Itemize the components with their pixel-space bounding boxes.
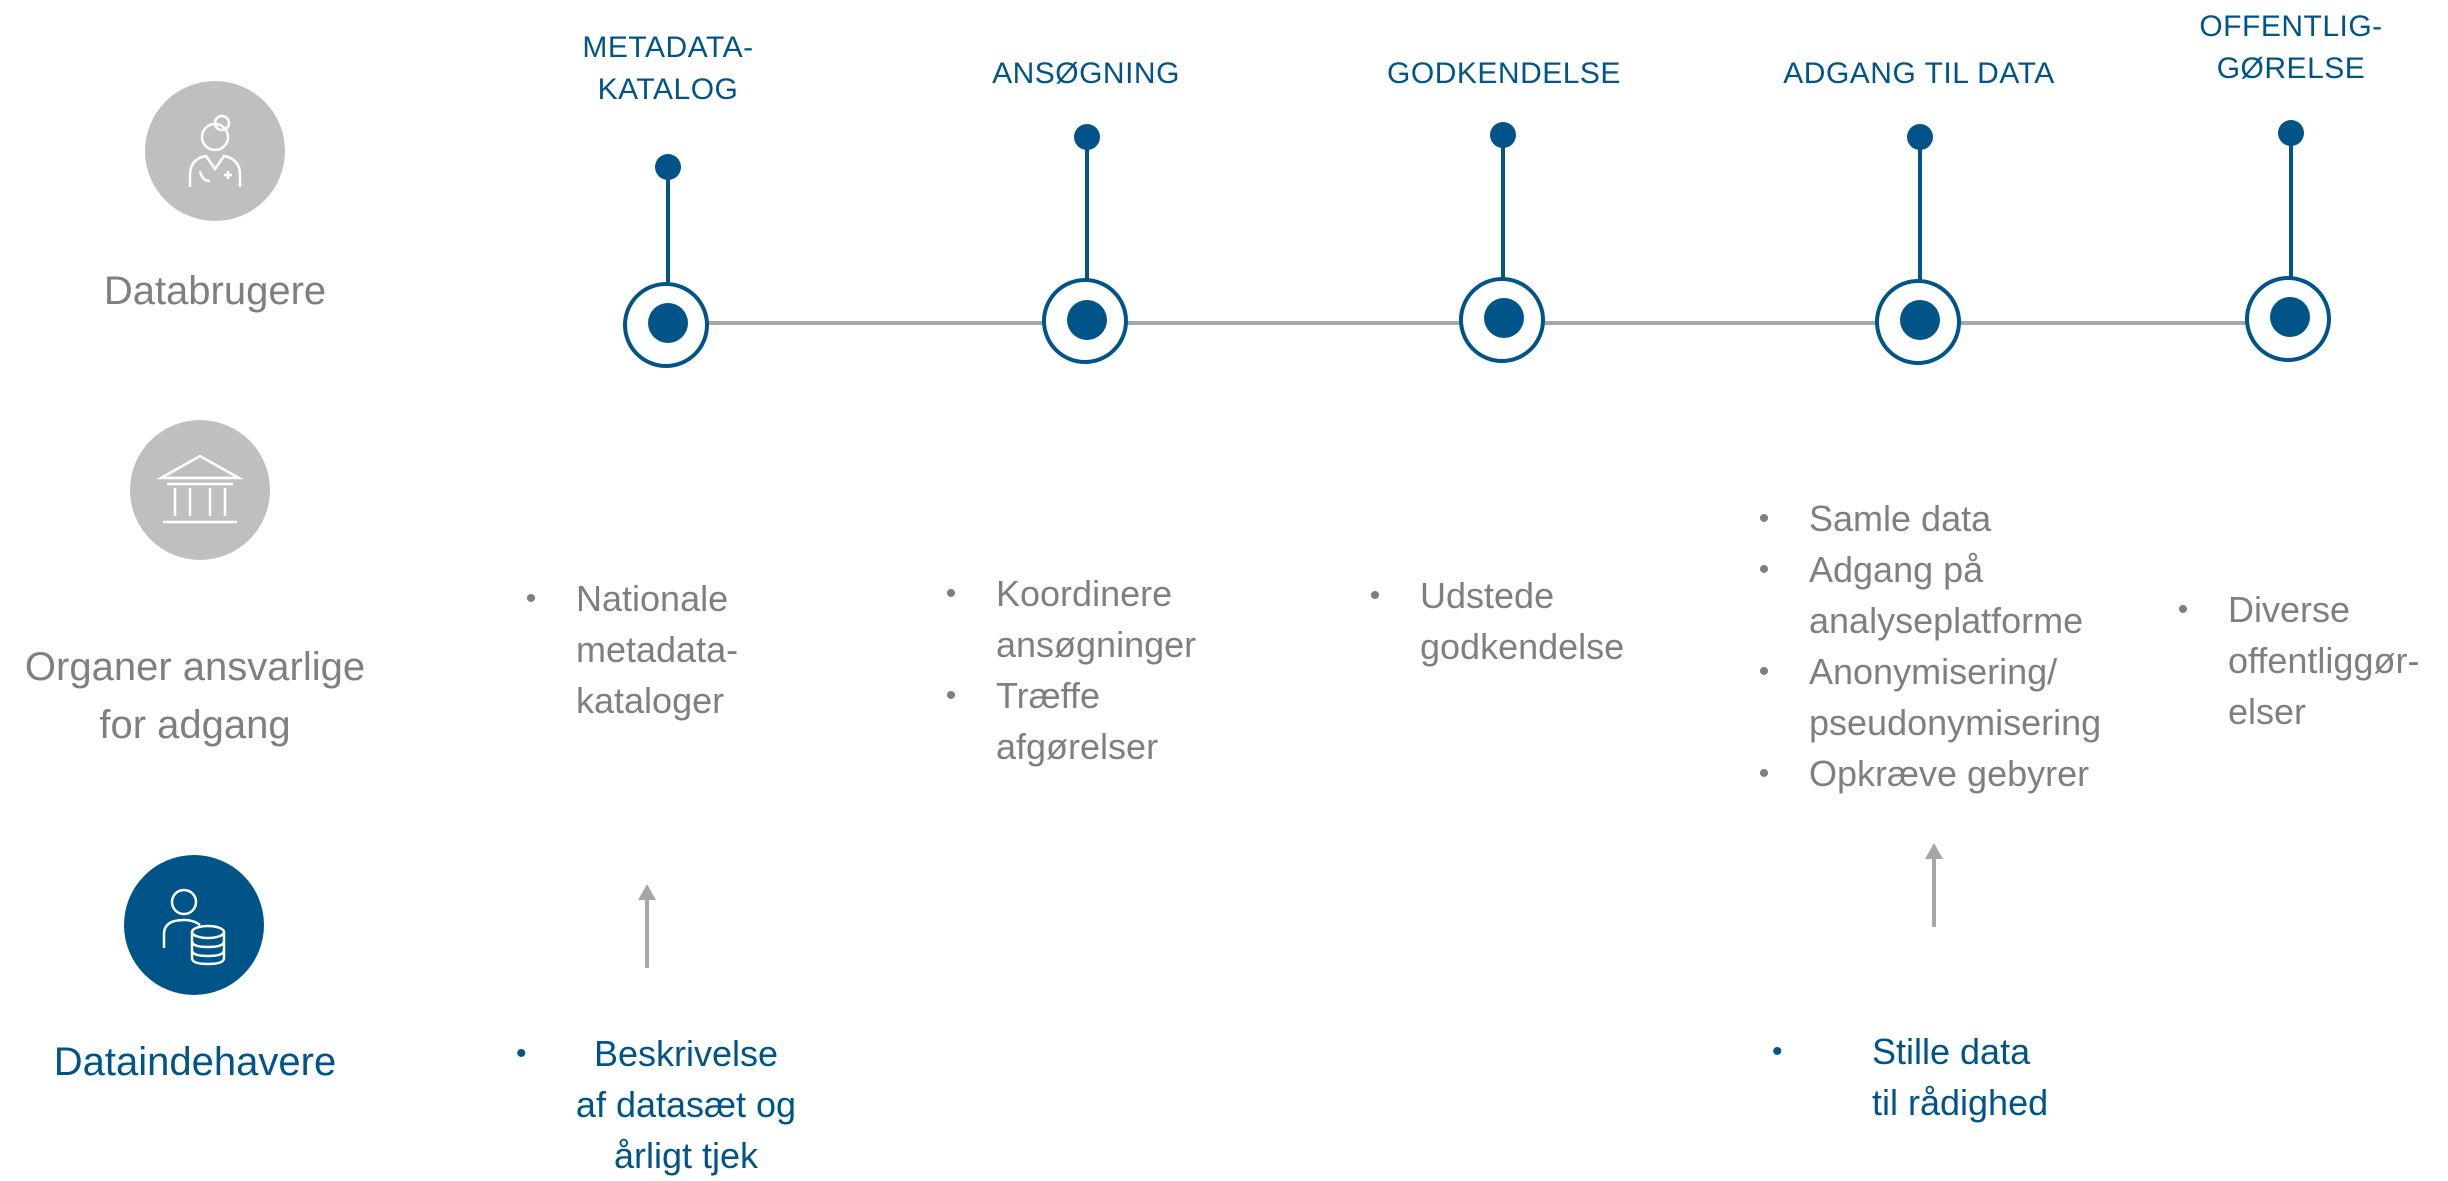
stage-title-adgang-til-data: ADGANG TIL DATA — [1783, 57, 2055, 90]
organer-icon-circle — [130, 420, 270, 560]
databrugere-icon-circle — [145, 81, 285, 221]
list-item: •Anonymisering/ pseudonymisering — [1758, 651, 2102, 743]
stage-2-node-center — [1067, 300, 1107, 340]
list-item: •Udstede godkendelse — [1369, 575, 1625, 667]
list-item: •Opkræve gebyrer — [1758, 753, 2090, 794]
organ-tasks-stage-5: •Diverse offentliggør- elser — [2168, 584, 2448, 737]
stage-4-stem — [1918, 136, 1922, 306]
stage-2-stem — [1085, 136, 1089, 306]
stage-4-node-center — [1900, 300, 1940, 340]
arrow-up-2 — [1932, 857, 1936, 927]
stage-title-ansogning: ANSØGNING — [992, 57, 1180, 90]
list-item: •Samle data — [1758, 498, 1992, 539]
stage-5-node-center — [2270, 297, 2310, 337]
person-database-icon — [162, 888, 226, 966]
list-item: •Diverse offentliggør- elser — [2177, 589, 2420, 732]
stage-3-node — [1459, 277, 1545, 363]
role-label-organer: Organer ansvarlige for adgang — [24, 645, 366, 747]
dataindehavere-icon-circle — [124, 855, 264, 995]
stage-3-stem — [1501, 134, 1505, 304]
list-item: •Adgang på analyseplatforme — [1758, 549, 2084, 641]
list-item: •Træffe afgørelser — [945, 675, 1159, 767]
arrow-up-1-head — [638, 884, 656, 900]
institution-icon — [156, 454, 244, 524]
stage-3-node-center — [1484, 298, 1524, 338]
role-label-databrugere: Databrugere — [103, 269, 327, 313]
stage-5-stem — [2289, 132, 2293, 302]
organ-tasks-stage-2: •Koordinere ansøgninger •Træffe afgørels… — [936, 568, 1276, 772]
organ-tasks-stage-4: •Samle data •Adgang på analyseplatforme … — [1749, 493, 2149, 799]
bullet: • — [1772, 1035, 1783, 1068]
role-label-dataindehavere: Dataindehavere — [53, 1040, 337, 1084]
stage-title-offentliggorelse: OFFENTLIG- GØRELSE — [2199, 10, 2383, 85]
arrow-up-2-head — [1925, 843, 1943, 859]
arrow-up-1 — [645, 898, 649, 968]
list-item: •Nationale metadata- kataloger — [525, 578, 739, 721]
organ-tasks-stage-1: •Nationale metadata- kataloger — [516, 573, 816, 726]
stage-1-node-center — [648, 303, 688, 343]
holder-task-1: • Beskrivelse af datasæt og årligt tjek — [516, 1028, 816, 1181]
organ-tasks-stage-3: •Udstede godkendelse — [1360, 570, 1700, 672]
list-item: •Koordinere ansøgninger — [945, 573, 1197, 665]
holder-task-2: • Stille data til rådighed — [1772, 1026, 2072, 1128]
bullet: • — [516, 1037, 527, 1070]
doctor-icon — [188, 114, 242, 187]
stage-1-stem — [666, 166, 670, 306]
stage-title-godkendelse: GODKENDELSE — [1387, 57, 1621, 90]
stage-title-metadatakatalog: METADATA- KATALOG — [582, 31, 754, 106]
